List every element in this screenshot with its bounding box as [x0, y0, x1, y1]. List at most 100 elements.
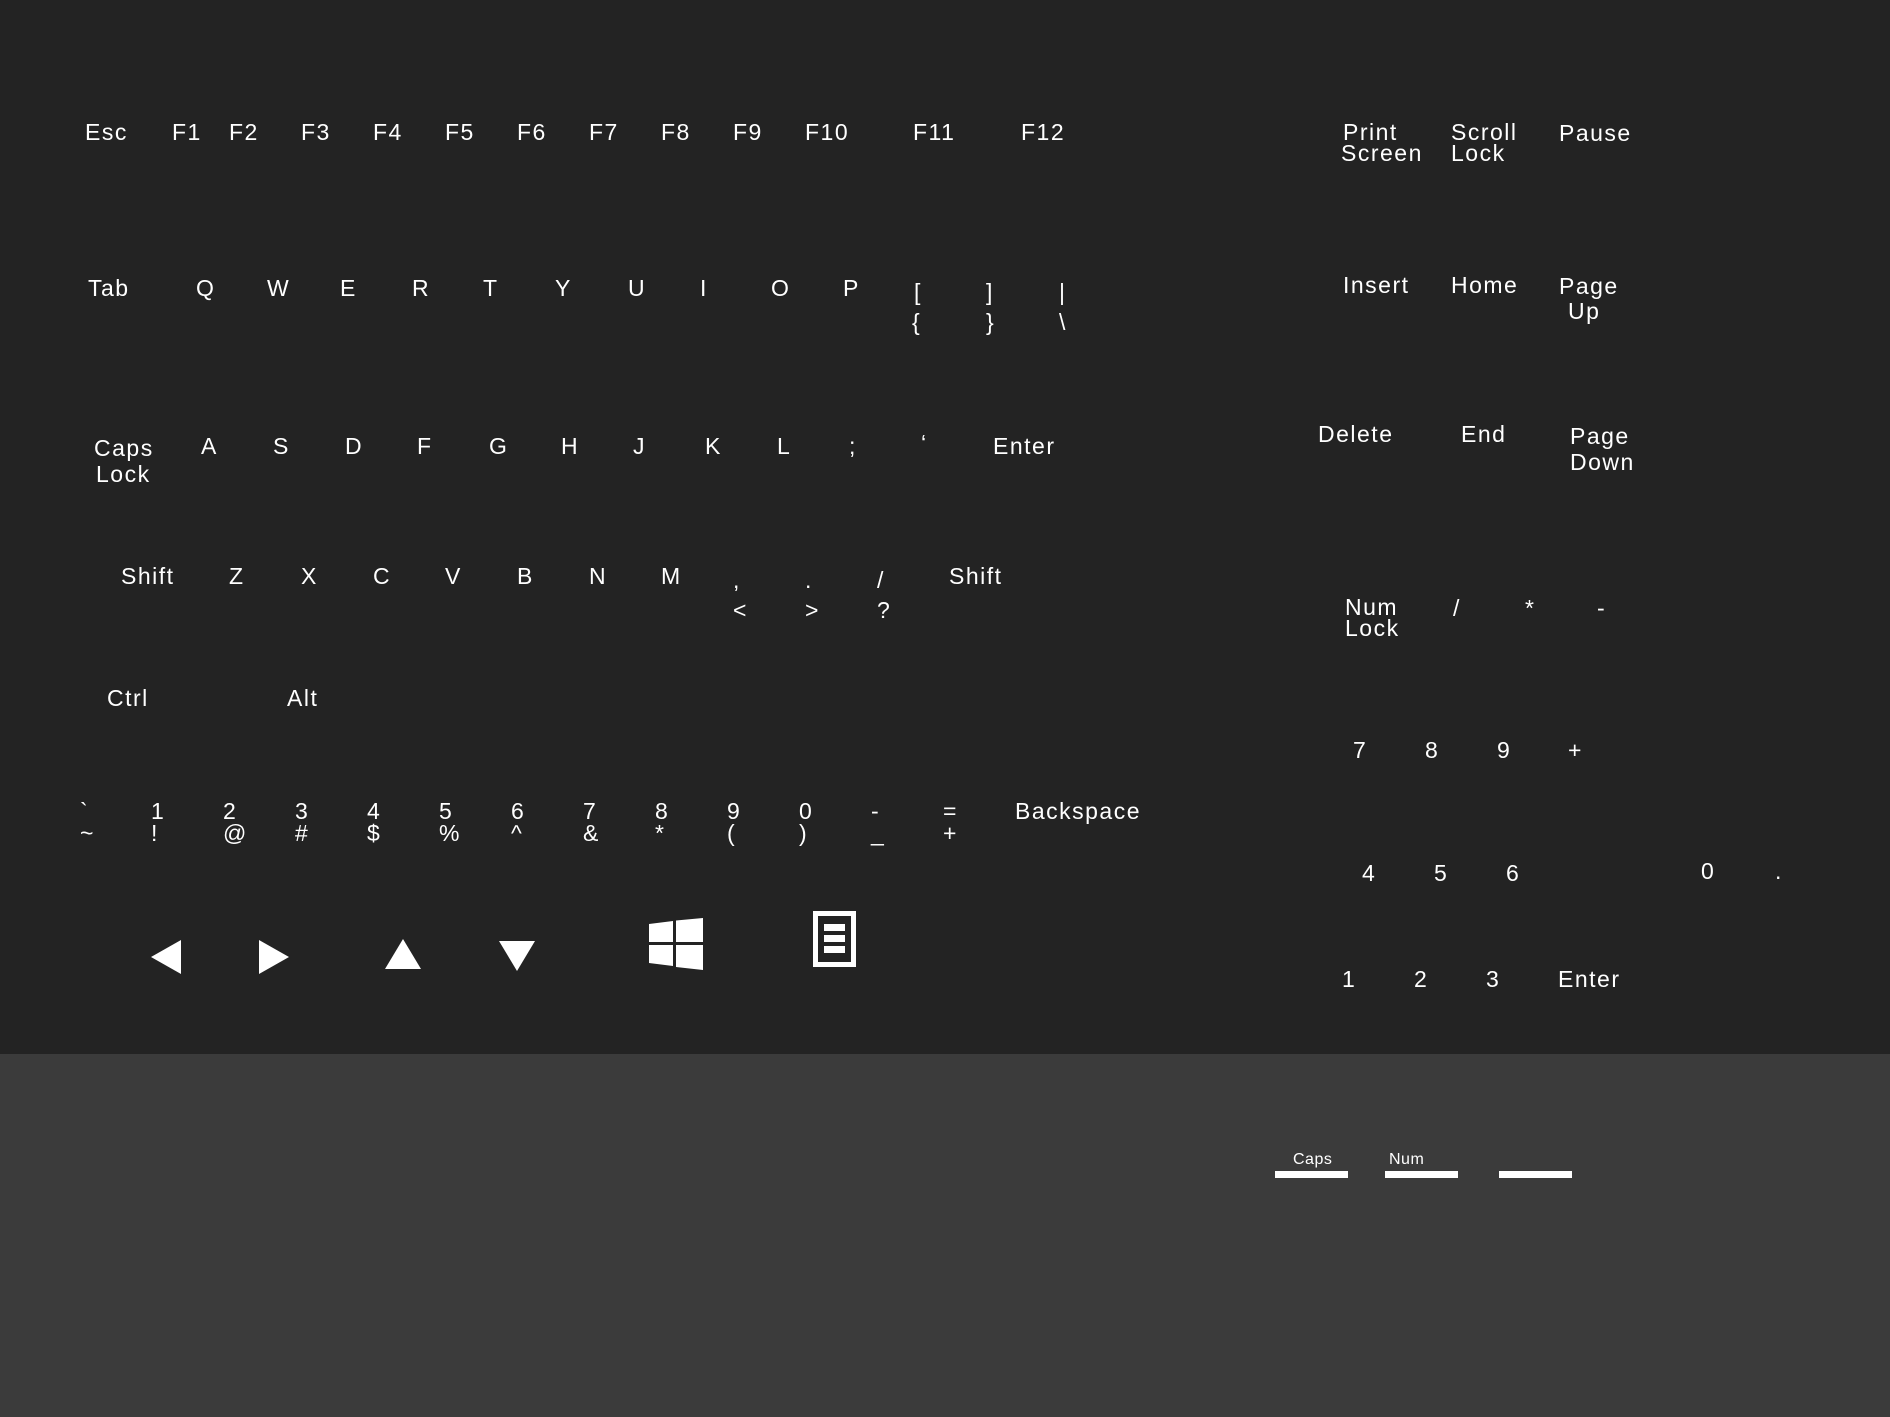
key-minus[interactable]: -_ [871, 800, 885, 845]
key-slash[interactable]: /? [877, 565, 891, 625]
key-8[interactable]: 8* [655, 800, 669, 845]
key-u[interactable]: U [628, 277, 646, 300]
key-arrow-right[interactable] [258, 938, 290, 976]
key-o[interactable]: O [771, 277, 790, 300]
key-f3[interactable]: F3 [301, 121, 331, 144]
key-quote[interactable]: ‘ [921, 432, 928, 455]
key-numpad-3[interactable]: 3 [1486, 968, 1500, 991]
key-b[interactable]: B [517, 565, 534, 588]
key-ctrl[interactable]: Ctrl [107, 687, 149, 710]
key-0[interactable]: 0) [799, 800, 813, 845]
key-f5[interactable]: F5 [445, 121, 475, 144]
key-semicolon[interactable]: ; [849, 435, 857, 458]
key-2[interactable]: 2@ [223, 800, 248, 845]
key-menu[interactable] [813, 911, 857, 967]
key-numpad-minus[interactable]: - [1597, 597, 1606, 620]
key-period[interactable]: .> [805, 565, 820, 625]
key-numpad-divide[interactable]: / [1453, 597, 1461, 620]
key-f2[interactable]: F2 [229, 121, 259, 144]
key-m[interactable]: M [661, 565, 682, 588]
key-equals[interactable]: =+ [943, 800, 958, 845]
key-g[interactable]: G [489, 435, 508, 458]
key-numpad-7[interactable]: 7 [1353, 739, 1367, 762]
key-numpad-enter[interactable]: Enter [1558, 968, 1620, 991]
key-x[interactable]: X [301, 565, 318, 588]
key-arrow-up[interactable] [384, 937, 422, 971]
key-backspace[interactable]: Backspace [1015, 800, 1141, 823]
key-numpad-multiply[interactable]: * [1525, 597, 1535, 620]
key-t[interactable]: T [483, 277, 499, 300]
key-f11[interactable]: F11 [913, 121, 955, 144]
key-alt[interactable]: Alt [287, 687, 318, 710]
key-f8[interactable]: F8 [661, 121, 691, 144]
key-3[interactable]: 3# [295, 800, 309, 845]
key-f[interactable]: F [417, 435, 433, 458]
key-f6[interactable]: F6 [517, 121, 547, 144]
key-j[interactable]: J [633, 435, 646, 458]
key-6[interactable]: 6^ [511, 800, 525, 845]
key-h[interactable]: H [561, 435, 579, 458]
key-numpad-8[interactable]: 8 [1425, 739, 1439, 762]
key-y[interactable]: Y [555, 277, 572, 300]
key-numpad-5[interactable]: 5 [1434, 862, 1448, 885]
key-tab[interactable]: Tab [88, 277, 130, 300]
key-numpad-9[interactable]: 9 [1497, 739, 1511, 762]
key-arrow-down[interactable] [498, 939, 536, 973]
key-f10[interactable]: F10 [805, 121, 849, 144]
key-enter[interactable]: Enter [993, 435, 1055, 458]
key-4[interactable]: 4$ [367, 800, 381, 845]
key-bracket-right[interactable]: ]} [986, 277, 995, 337]
key-backtick[interactable]: `~ [80, 800, 95, 845]
key-v[interactable]: V [445, 565, 462, 588]
key-numpad-4[interactable]: 4 [1362, 862, 1376, 885]
key-bracket-left[interactable]: [{ [912, 277, 922, 337]
key-a[interactable]: A [201, 435, 218, 458]
key-numpad-decimal[interactable]: . [1775, 860, 1783, 883]
key-esc[interactable]: Esc [85, 121, 128, 144]
key-n[interactable]: N [589, 565, 607, 588]
key-f9[interactable]: F9 [733, 121, 763, 144]
key-p[interactable]: P [843, 277, 860, 300]
key-5[interactable]: 5% [439, 800, 461, 845]
key-c[interactable]: C [373, 565, 391, 588]
key-insert[interactable]: Insert [1343, 274, 1410, 297]
key-delete[interactable]: Delete [1318, 423, 1393, 446]
key-numpad-6[interactable]: 6 [1506, 862, 1520, 885]
key-pause[interactable]: Pause [1559, 122, 1632, 145]
key-f1[interactable]: F1 [172, 121, 202, 144]
key-e[interactable]: E [340, 277, 357, 300]
key-k[interactable]: K [705, 435, 722, 458]
key-shift-left[interactable]: Shift [121, 565, 175, 588]
key-r[interactable]: R [412, 277, 430, 300]
key-w[interactable]: W [267, 277, 290, 300]
key-f4[interactable]: F4 [373, 121, 403, 144]
key-9[interactable]: 9( [727, 800, 741, 845]
key-numpad-2[interactable]: 2 [1414, 968, 1428, 991]
key-numpad-1[interactable]: 1 [1342, 968, 1356, 991]
key-home[interactable]: Home [1451, 274, 1518, 297]
key-shift-right[interactable]: Shift [949, 565, 1003, 588]
key-arrow-left[interactable] [150, 938, 182, 976]
key-pipe[interactable]: |\ [1059, 277, 1067, 337]
key-7[interactable]: 7& [583, 800, 600, 845]
key-comma[interactable]: ,< [733, 565, 748, 625]
key-d[interactable]: D [345, 435, 363, 458]
key-l[interactable]: L [777, 435, 791, 458]
key-f7[interactable]: F7 [589, 121, 619, 144]
key-end[interactable]: End [1461, 423, 1506, 446]
key-f12[interactable]: F12 [1021, 121, 1065, 144]
key-numpad-0[interactable]: 0 [1701, 860, 1715, 883]
key-z[interactable]: Z [229, 565, 245, 588]
key-windows[interactable] [648, 918, 704, 970]
key-s[interactable]: S [273, 435, 290, 458]
key-q[interactable]: Q [196, 277, 215, 300]
key-numpad-plus[interactable]: + [1568, 739, 1583, 762]
key-i[interactable]: I [700, 277, 708, 300]
key-1[interactable]: 1! [151, 800, 165, 845]
